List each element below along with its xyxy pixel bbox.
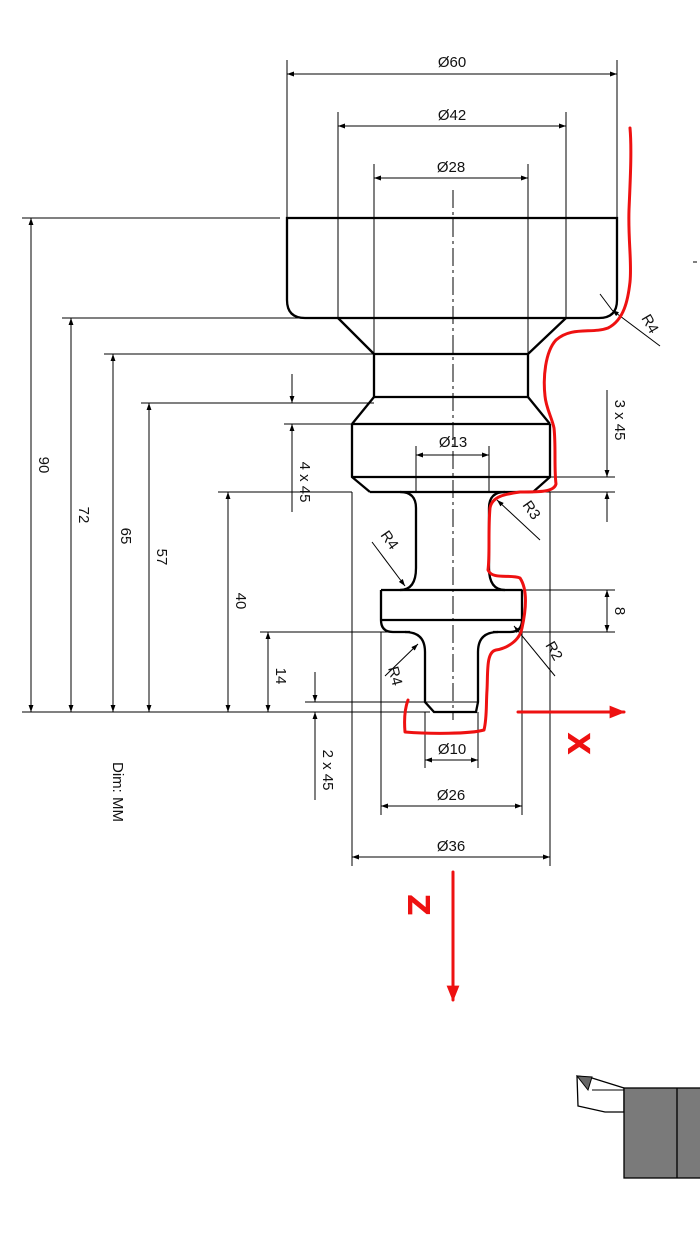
collar-taper <box>351 396 551 425</box>
shoulder-d26 <box>379 588 524 634</box>
head-inner-lines <box>337 218 567 354</box>
neck-d28 <box>372 352 530 399</box>
dim-h72: 72 <box>75 507 92 524</box>
chamfer-dimensions: 4 x 45 3 x 45 8 2 x 45 <box>284 374 628 800</box>
dim-h90: 90 <box>35 457 52 474</box>
diameter-dimensions: Ø60 Ø42 Ø28 Ø13 Ø10 Ø26 Ø36 <box>286 54 618 866</box>
dim-h65: 65 <box>117 528 134 545</box>
toolpath-trace <box>403 126 633 735</box>
x-axis-label: X <box>560 732 595 755</box>
head-taper <box>337 317 567 355</box>
radius-r2: R2 <box>542 639 566 664</box>
length-dimensions: 90 72 65 57 40 14 <box>22 217 430 713</box>
dim-h40: 40 <box>232 593 249 610</box>
part-outline <box>285 216 619 714</box>
z-axis-label: Z <box>400 894 435 916</box>
dim-d13: Ø13 <box>439 434 467 451</box>
tool-holder-block <box>623 1087 700 1179</box>
dim-d36: Ø36 <box>437 838 465 855</box>
head-flange <box>285 216 619 320</box>
dim-chamfer-2x45: 2 x 45 <box>319 750 336 791</box>
radius-r4-left: R4 <box>377 528 402 553</box>
dim-w8: 8 <box>611 607 628 615</box>
dim-chamfer-3x45: 3 x 45 <box>611 400 628 441</box>
turning-tool <box>575 1075 700 1179</box>
dim-d28: Ø28 <box>437 159 465 176</box>
dim-h57: 57 <box>153 549 170 566</box>
dim-h14: 14 <box>272 668 289 685</box>
radius-r3: R3 <box>519 498 544 523</box>
dim-chamfer-4x45: 4 x 45 <box>296 462 313 503</box>
dim-d26: Ø26 <box>437 787 465 804</box>
radius-r4-top: R4 <box>638 312 662 337</box>
radius-r4-bottom: R4 <box>384 665 405 688</box>
dim-d10: Ø10 <box>438 741 466 758</box>
dim-d60: Ø60 <box>438 54 466 71</box>
dim-d42: Ø42 <box>438 107 466 124</box>
units-note: Dim: MM <box>109 762 126 822</box>
tip-d10 <box>404 630 499 714</box>
